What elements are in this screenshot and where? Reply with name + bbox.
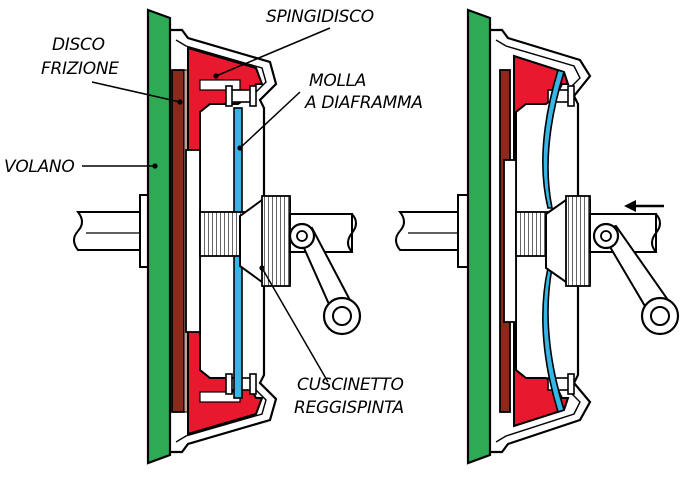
friction-disc-left <box>171 69 185 413</box>
clutch-disengaged <box>395 8 680 465</box>
push-direction-arrow-icon <box>624 200 664 212</box>
flywheel-right <box>466 8 492 465</box>
flywheel-left <box>146 8 172 465</box>
pressure-plate-right <box>513 54 570 428</box>
label-spingidisco: SPINGIDISCO <box>266 7 374 27</box>
disc-hub-left <box>185 149 201 333</box>
label-volano: VOLANO <box>4 157 74 177</box>
release-fork-right <box>592 222 680 336</box>
label-molla: MOLLA <box>309 71 366 91</box>
label-reggispinta: REGGISPINTA <box>294 398 404 418</box>
leader-dots <box>152 73 265 271</box>
label-a-diaframma: A DIAFRAMMA <box>304 93 423 113</box>
diaphragm-spring-right <box>542 68 565 209</box>
label-disco: DISCO <box>52 35 105 55</box>
leader-lines <box>82 27 331 383</box>
label-cuscinetto: CUSCINETTO <box>297 375 404 395</box>
release-fork-left <box>288 222 362 336</box>
label-frizione: FRIZIONE <box>41 59 119 79</box>
disc-hub-right <box>503 159 517 323</box>
clutch-engaged <box>73 8 362 465</box>
